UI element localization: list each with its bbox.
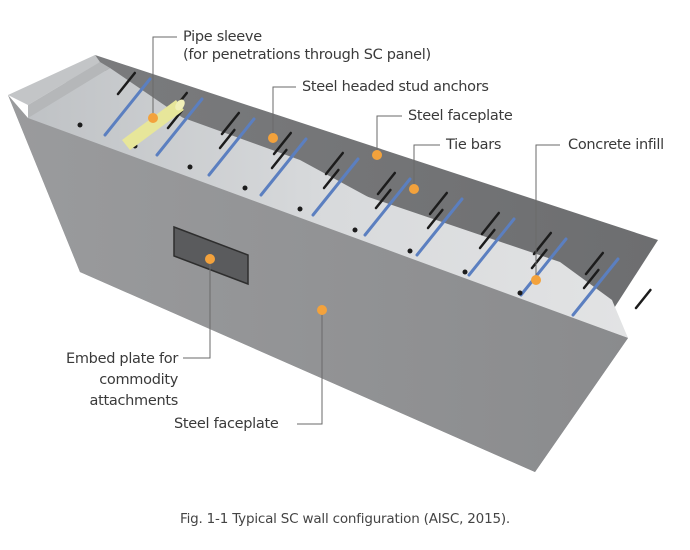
marker-concrete-infill	[531, 275, 541, 285]
stud-anchor	[272, 131, 293, 156]
stud-anchor	[218, 128, 236, 150]
marker-stud-anchors	[268, 133, 278, 143]
marker-tie-bars	[409, 184, 419, 194]
tie-bar	[103, 77, 152, 137]
leader-concrete-infill	[535, 144, 560, 280]
figure-caption: Fig. 1-1 Typical SC wall configuration (…	[179, 511, 511, 527]
tie-bar	[311, 157, 360, 217]
wall-end-cap	[8, 55, 100, 105]
leader-pipe-sleeve	[152, 36, 177, 118]
stud-head	[462, 269, 468, 275]
label-embed-plate-line2: commodity	[99, 372, 178, 388]
stud-head	[77, 122, 83, 128]
leader-embed-plate	[183, 259, 211, 359]
label-stud-anchors: Steel headed stud anchors	[302, 78, 489, 96]
stud-anchor	[532, 231, 553, 256]
stud-anchor	[426, 208, 444, 230]
label-embed-plate: Embed plate for commodity attachments	[40, 349, 178, 412]
front-faceplate-main	[8, 95, 628, 472]
leader-faceplate-top	[376, 115, 402, 155]
tie-bar	[363, 177, 412, 237]
stud-head	[187, 164, 193, 170]
label-pipe-sleeve-line1: Pipe sleeve	[183, 29, 262, 45]
marker-pipe-sleeve	[148, 113, 158, 123]
tie-bar	[415, 197, 464, 257]
stud-head	[517, 290, 523, 296]
label-tie-bars: Tie bars	[446, 136, 501, 154]
marker-faceplate-front	[317, 305, 327, 315]
wall-end-cap-inner	[28, 62, 110, 118]
marker-embed-plate	[205, 254, 215, 264]
label-embed-plate-line1: Embed plate for	[66, 351, 178, 367]
stud-head	[242, 185, 248, 191]
label-pipe-sleeve-line2: (for penetrations through SC panel)	[183, 47, 431, 63]
stud-anchor	[374, 188, 392, 210]
tie-bar	[259, 137, 308, 197]
tie-bar	[571, 257, 620, 317]
stud-anchor	[376, 171, 397, 196]
leader-stud-anchors	[272, 86, 296, 138]
stud-anchor	[166, 108, 184, 130]
label-embed-plate-line3: attachments	[89, 393, 179, 409]
label-stud-anchors-line1: Steel headed stud anchors	[302, 79, 489, 95]
label-concrete-infill: Concrete infill	[568, 136, 664, 154]
stud-head	[352, 227, 358, 233]
tie-bar	[207, 117, 256, 177]
stud-anchor	[428, 191, 449, 216]
stud-head	[297, 206, 303, 212]
label-faceplate-top: Steel faceplate	[408, 107, 513, 125]
concrete-infill-band	[28, 68, 628, 338]
tie-bar	[155, 97, 204, 157]
tie-bar	[519, 237, 568, 297]
stud-anchor	[582, 268, 600, 290]
stud-anchors-group	[77, 71, 652, 310]
leader-faceplate-front	[297, 310, 323, 425]
stud-anchor	[322, 168, 340, 190]
leader-tie-bars	[413, 144, 440, 189]
stud-anchor	[584, 251, 605, 276]
stud-anchor	[478, 228, 496, 250]
markers	[148, 113, 541, 315]
label-faceplate-top-line1: Steel faceplate	[408, 108, 513, 124]
stud-anchor	[634, 288, 652, 310]
label-tie-bars-line1: Tie bars	[446, 137, 502, 153]
label-faceplate-front: Steel faceplate	[174, 415, 279, 433]
stud-head	[407, 248, 413, 254]
pipe-sleeve	[122, 99, 185, 150]
label-concrete-infill-line1: Concrete infill	[568, 137, 664, 153]
label-pipe-sleeve: Pipe sleeve (for penetrations through SC…	[183, 28, 431, 64]
label-faceplate-front-line1: Steel faceplate	[174, 416, 279, 432]
stud-anchor	[270, 148, 288, 170]
tie-bars-group	[103, 77, 620, 317]
marker-faceplate-top	[372, 150, 382, 160]
stud-anchor	[220, 111, 241, 136]
stud-anchor	[116, 71, 137, 96]
stud-anchor	[324, 151, 345, 176]
stud-anchor	[530, 248, 548, 270]
tie-bar	[467, 217, 516, 277]
stud-anchor	[480, 211, 501, 236]
leader-lines	[152, 36, 560, 425]
